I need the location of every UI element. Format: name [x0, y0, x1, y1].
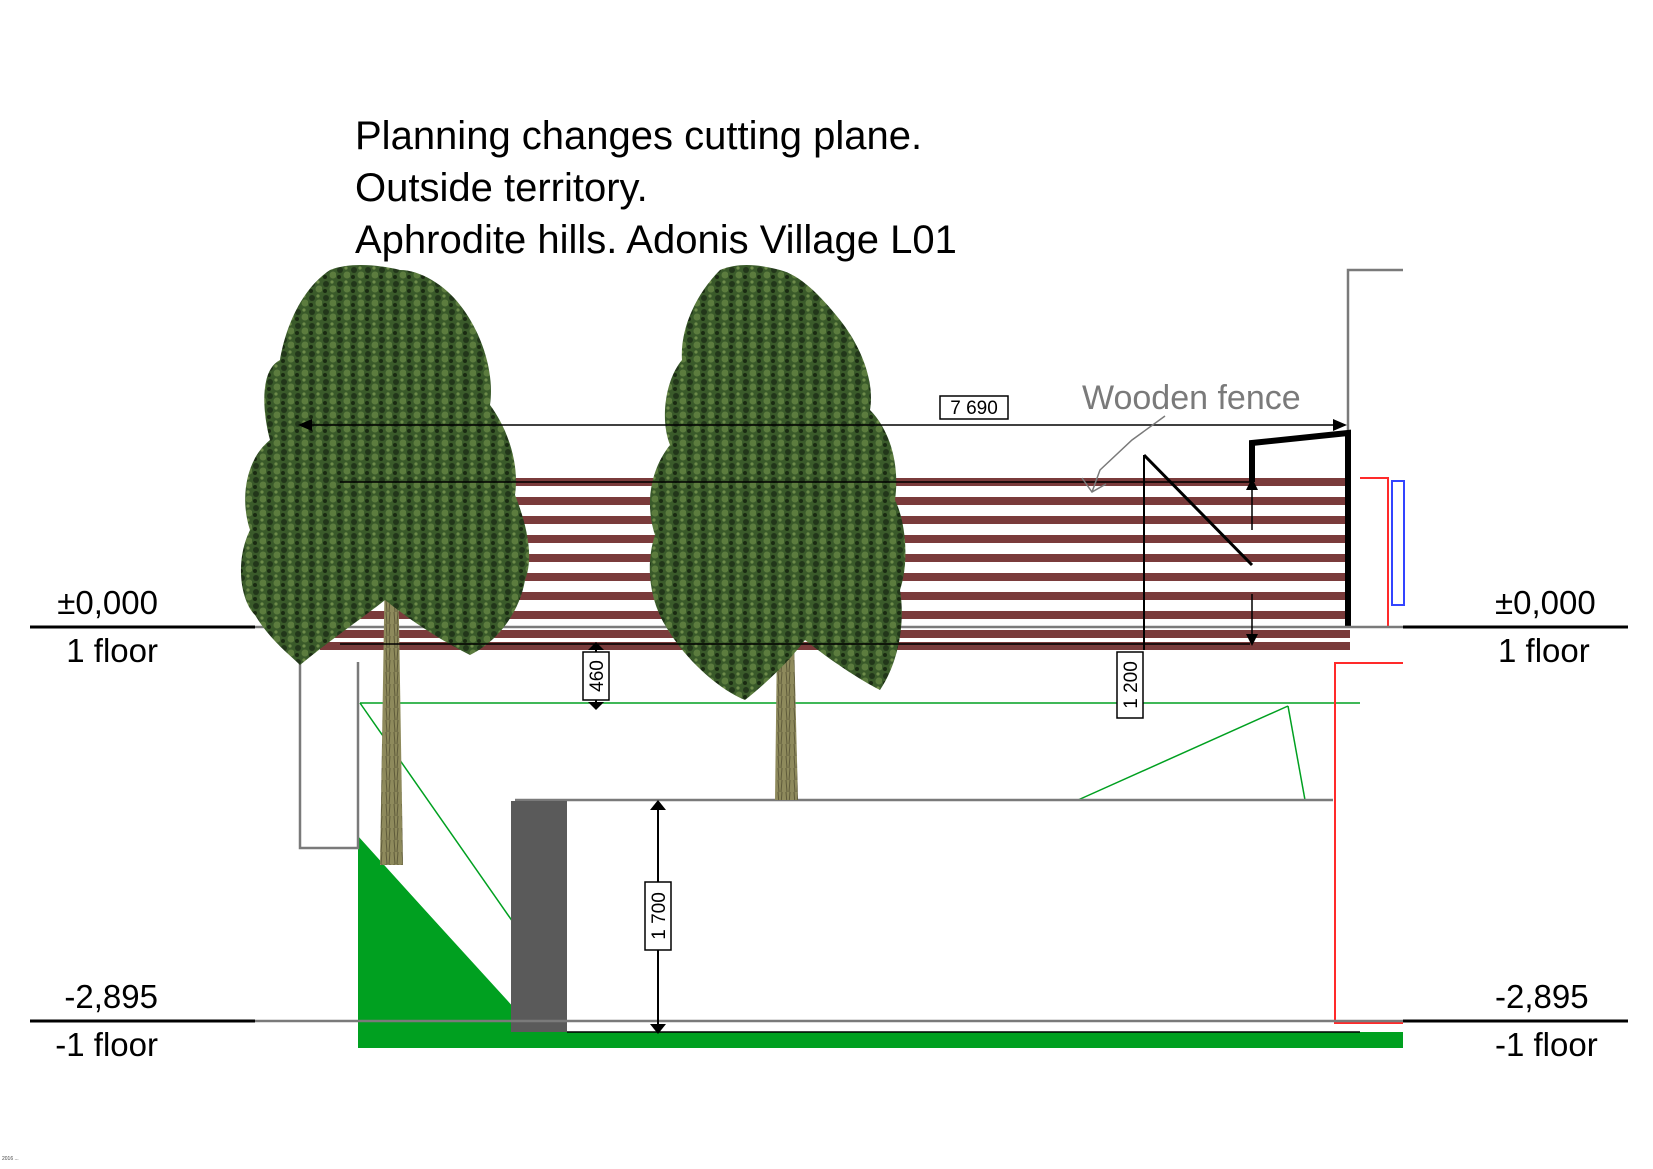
- level-labels-left: ±0,000 1 floor -2,895 -1 floor: [55, 584, 158, 1063]
- dimension-fence-length: 7 690: [298, 395, 1347, 645]
- title-line-2: Outside territory.: [355, 166, 648, 210]
- upper-level-name-left: 1 floor: [66, 632, 158, 669]
- right-building-top: [1346, 268, 1403, 628]
- tree-left: [240, 265, 530, 865]
- tree-left-trunk: [380, 560, 403, 865]
- title-block: Planning changes cutting plane. Outside …: [355, 114, 957, 262]
- lower-level-elevation-right: -2,895: [1495, 978, 1589, 1015]
- retaining-wall: [511, 801, 567, 1032]
- terrain-lines: [359, 702, 1360, 1015]
- tree-middle: [649, 265, 906, 800]
- lower-level-name-right: -1 floor: [1495, 1026, 1598, 1063]
- footer-text: 2016 ...: [2, 1156, 19, 1162]
- section-cut: [1334, 477, 1405, 1024]
- window: [1391, 480, 1405, 606]
- ground: [358, 836, 1403, 1048]
- level-lines: [30, 625, 1628, 1023]
- tree-left-crown: [240, 265, 530, 665]
- upper-level-elevation-right: ±0,000: [1495, 584, 1596, 621]
- left-foundation: [298, 662, 360, 850]
- upper-level-name-right: 1 floor: [1498, 632, 1590, 669]
- fence-post: [1142, 429, 1351, 628]
- dimension-gap: 460: [582, 642, 610, 710]
- lower-level-name-left: -1 floor: [55, 1026, 158, 1063]
- wooden-fence-label: Wooden fence: [1082, 379, 1301, 417]
- ground-base: [358, 1032, 1403, 1048]
- level-labels-right: ±0,000 1 floor -2,895 -1 floor: [1495, 584, 1598, 1063]
- wall-height-label: 1 700: [649, 892, 670, 940]
- upper-level-elevation-left: ±0,000: [57, 584, 158, 621]
- gap-label: 460: [587, 660, 608, 692]
- title-line-1: Planning changes cutting plane.: [355, 114, 922, 158]
- fence-annotation: Wooden fence: [1081, 379, 1301, 493]
- dimension-wall-height: 1 700: [567, 800, 1360, 1034]
- fence-height-label: 1 200: [1121, 661, 1142, 709]
- dimension-fence-height: 1 200: [1116, 455, 1258, 719]
- ground-slope: [358, 836, 515, 1045]
- title-line-3: Aphrodite hills. Adonis Village L01: [355, 218, 957, 262]
- fence-length-label: 7 690: [950, 398, 998, 419]
- lower-level-elevation-left: -2,895: [64, 978, 158, 1015]
